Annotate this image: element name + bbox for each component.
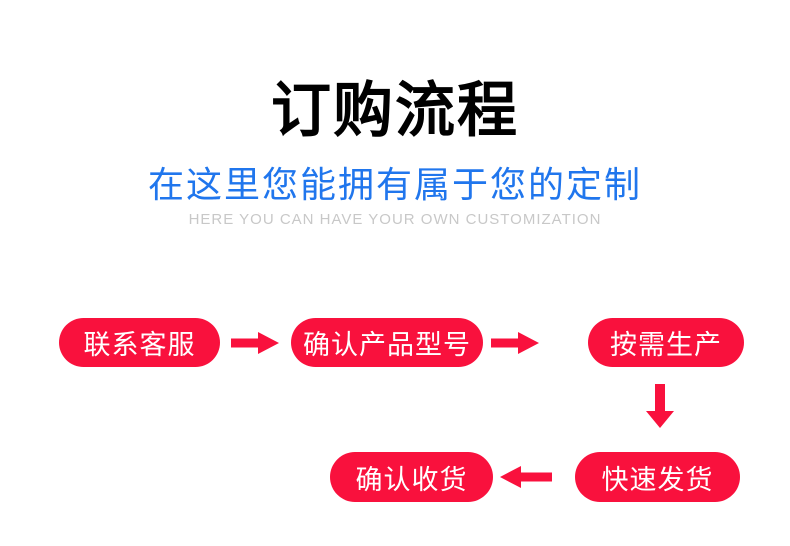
arrow-right-icon: [491, 332, 539, 354]
flow-step-fast-shipping: 快速发货: [575, 452, 740, 502]
arrow-down-icon: [646, 384, 674, 428]
flow-step-produce-on-demand: 按需生产: [588, 318, 744, 367]
arrow-right-icon: [231, 332, 279, 354]
flow-step-label: 确认收货: [355, 464, 468, 495]
flow-step-confirm-model: 确认产品型号: [291, 318, 483, 367]
flow-step-confirm-receipt: 确认收货: [330, 452, 493, 502]
page-title: 订购流程: [271, 77, 519, 144]
flow-step-label: 按需生产: [610, 330, 722, 360]
flow-step-contact-service: 联系客服: [59, 318, 220, 367]
flow-step-label: 确认产品型号: [303, 330, 471, 360]
arrow-left-icon: [500, 466, 552, 488]
subtitle-english: HERE YOU CAN HAVE YOUR OWN CUSTOMIZATION: [188, 211, 602, 228]
flow-step-label: 联系客服: [83, 330, 196, 360]
subtitle-chinese: 在这里您能拥有属于您的定制: [147, 164, 642, 205]
flow-step-label: 快速发货: [601, 464, 714, 495]
